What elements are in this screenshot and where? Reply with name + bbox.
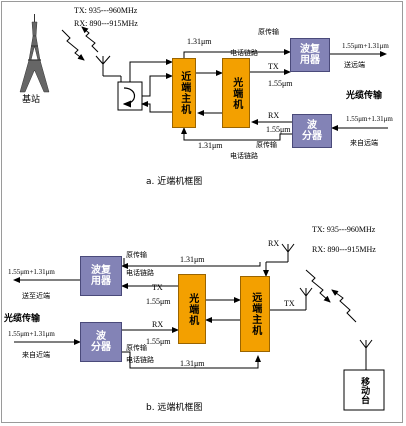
phone-link-label: 电话链路 xyxy=(230,49,258,57)
input-source-label: 来自近端 xyxy=(22,351,50,359)
mobile-station-label: 移动台 xyxy=(359,376,370,404)
antenna-icon xyxy=(266,243,295,263)
original-transmission-label: 原传输 xyxy=(126,251,147,259)
wavelength-131-label: 1.31μm xyxy=(180,359,205,368)
tx-label: TX xyxy=(284,299,295,308)
output-wavelength-label: 1.55μm+1.31μm xyxy=(342,42,389,50)
near-end-host-box: 近端主机 xyxy=(172,58,196,128)
input-wavelength-label: 1.55μm+1.31μm xyxy=(8,330,55,338)
rx-label: RX xyxy=(268,111,280,120)
wireless-signal-icon xyxy=(81,26,99,53)
caption-far-end: b. 远端机框图 xyxy=(146,403,203,413)
wavelength-131-label: 1.31μm xyxy=(187,37,212,46)
phone-link-label: 电话链路 xyxy=(230,152,258,160)
wireless-signal-icon xyxy=(331,289,357,323)
antenna-icon xyxy=(95,55,122,82)
antenna-icon xyxy=(270,287,313,311)
wavelength-131-label: 1.31μm xyxy=(180,255,205,264)
far-end-host-box: 远端主机 xyxy=(240,276,270,352)
rx-frequency-label: RX: 890---915MHz xyxy=(312,245,376,254)
tx-frequency-label: TX: 935---960MHz xyxy=(312,225,376,234)
output-wavelength-label: 1.55μm+1.31μm xyxy=(8,268,55,276)
antenna-icon xyxy=(359,339,373,370)
wdm-mux-box: 波复用器 xyxy=(80,256,122,296)
wdm-mux-box: 波复用器 xyxy=(290,38,330,72)
wavelength-155-label: 1.55μm xyxy=(266,125,291,134)
input-wavelength-label: 1.55μm+1.31μm xyxy=(346,115,393,123)
base-station-label: 基站 xyxy=(22,95,41,105)
fiber-transmission-label: 光缆传输 xyxy=(4,314,41,324)
wavelength-155-label: 1.55μm xyxy=(146,297,171,306)
wdm-demux-box: 波分器 xyxy=(292,114,332,148)
optical-terminal-box: 光端机 xyxy=(222,58,250,128)
output-destination-label: 送远端 xyxy=(344,61,365,69)
rx-label: RX xyxy=(152,320,164,329)
rx-frequency-label: RX: 890---915MHz xyxy=(74,19,138,28)
wavelength-131-label: 1.31μm xyxy=(198,141,223,150)
tx-label: TX xyxy=(152,283,163,292)
rx-label: RX xyxy=(268,239,280,248)
wireless-signal-icon xyxy=(61,29,85,61)
circulator-box xyxy=(117,81,143,111)
wavelength-155-label: 1.55μm xyxy=(268,79,293,88)
wireless-signal-icon xyxy=(305,269,331,303)
wavelength-155-label: 1.55μm xyxy=(146,337,171,346)
optical-terminal-box: 光端机 xyxy=(178,274,206,344)
circulator-icon xyxy=(122,87,136,108)
input-source-label: 来自远端 xyxy=(350,139,378,147)
caption-near-end: a. 近端机框图 xyxy=(146,177,203,187)
original-transmission-label: 原传输 xyxy=(256,141,277,149)
tx-frequency-label: TX: 935---960MHz xyxy=(74,6,138,15)
phone-link-label: 电话链路 xyxy=(126,356,154,364)
tx-label: TX xyxy=(268,62,279,71)
fiber-transmission-label: 光缆传输 xyxy=(346,91,383,101)
original-transmission-label: 原传输 xyxy=(126,344,147,352)
base-station-tower-icon xyxy=(19,14,50,93)
mobile-station-box xyxy=(343,369,385,411)
output-destination-label: 送至近端 xyxy=(22,292,50,300)
wdm-demux-box: 波分器 xyxy=(80,322,122,362)
original-transmission-label: 原传输 xyxy=(258,28,279,36)
phone-link-label: 电话链路 xyxy=(126,269,154,277)
